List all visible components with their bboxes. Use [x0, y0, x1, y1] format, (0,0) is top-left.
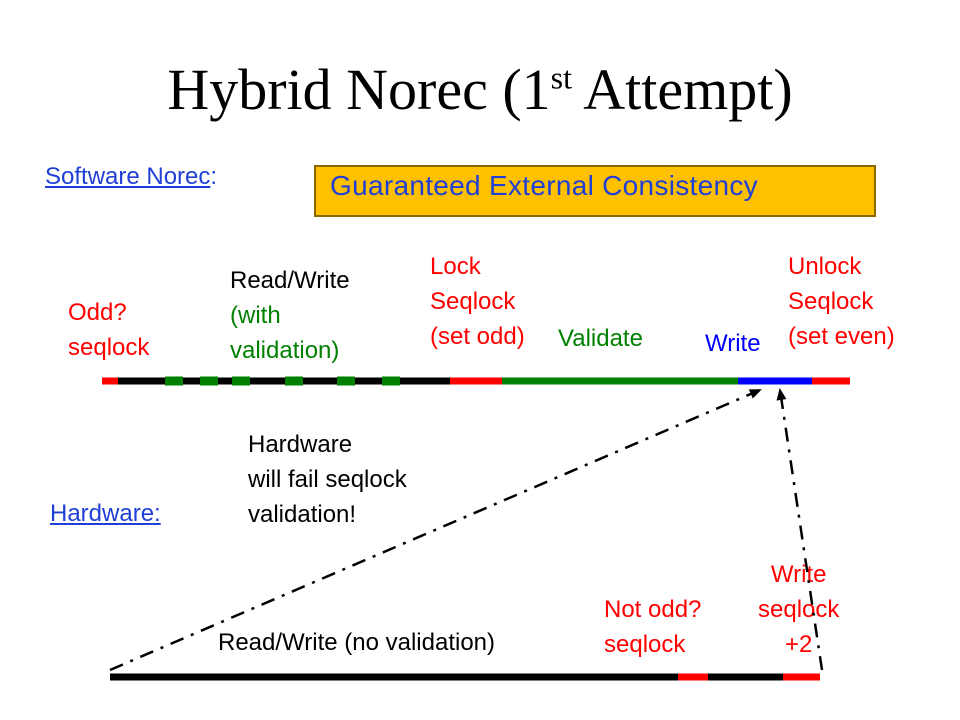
odd-seqlock-label: Odd? seqlock: [68, 296, 149, 366]
notodd-line-2: seqlock: [604, 630, 686, 658]
notodd-line-1: Not odd?: [604, 596, 702, 623]
note-line-1: Hardware: [248, 431, 353, 458]
software-norec-link[interactable]: Software Norec: [45, 163, 211, 190]
lock-line-2: Seqlock: [430, 287, 516, 315]
read-arrow: [109, 388, 762, 672]
write-arrow: [776, 388, 824, 671]
software-norec-label: Software Norec:: [45, 160, 217, 195]
title-superscript: st: [550, 59, 572, 96]
rw-line-2: (with: [230, 301, 281, 329]
read-write-no-validation-label: Read/Write (no validation): [218, 629, 496, 656]
unlock-line-2: Seqlock: [788, 287, 874, 315]
software-norec-colon: :: [210, 163, 218, 190]
not-odd-seqlock-label: Not odd? seqlock: [604, 593, 701, 663]
note-line-2: will fail seqlock: [248, 465, 407, 493]
validate-label: Validate: [558, 325, 643, 352]
note-line-3: validation!: [248, 500, 357, 528]
lock-line-1: Lock: [430, 253, 481, 280]
title-main: Hybrid Norec (1: [167, 57, 551, 122]
read-write-with-validation-label: Read/Write (with validation): [230, 264, 350, 368]
write-line-3: +2: [785, 630, 813, 658]
lock-line-3: (set odd): [430, 322, 525, 350]
unlock-line-3: (set even): [788, 322, 895, 350]
unlock-line-1: Unlock: [788, 253, 862, 280]
odd-line-1: Odd?: [68, 299, 127, 326]
hardware-fail-note: Hardware will fail seqlock validation!: [248, 428, 407, 532]
write-line-1: Write: [770, 561, 827, 588]
unlock-seqlock-label: Unlock Seqlock (set even): [788, 250, 895, 354]
hardware-link[interactable]: Hardware:: [50, 500, 161, 527]
write-line-2: seqlock: [758, 595, 840, 623]
write-label: Write: [705, 330, 761, 357]
odd-line-2: seqlock: [68, 333, 150, 361]
rw-line-3: validation): [230, 336, 340, 364]
rw-line-1: Read/Write: [230, 267, 350, 294]
lock-seqlock-label: Lock Seqlock (set odd): [430, 250, 525, 354]
guarantee-text: Guaranteed External Consistency: [330, 170, 758, 201]
guarantee-box: [314, 165, 876, 217]
slide-title: Hybrid Norec (1st Attempt): [0, 58, 960, 122]
write-seqlock-plus2-label: Write seqlock +2: [758, 558, 839, 662]
title-tail: Attempt): [571, 57, 793, 122]
